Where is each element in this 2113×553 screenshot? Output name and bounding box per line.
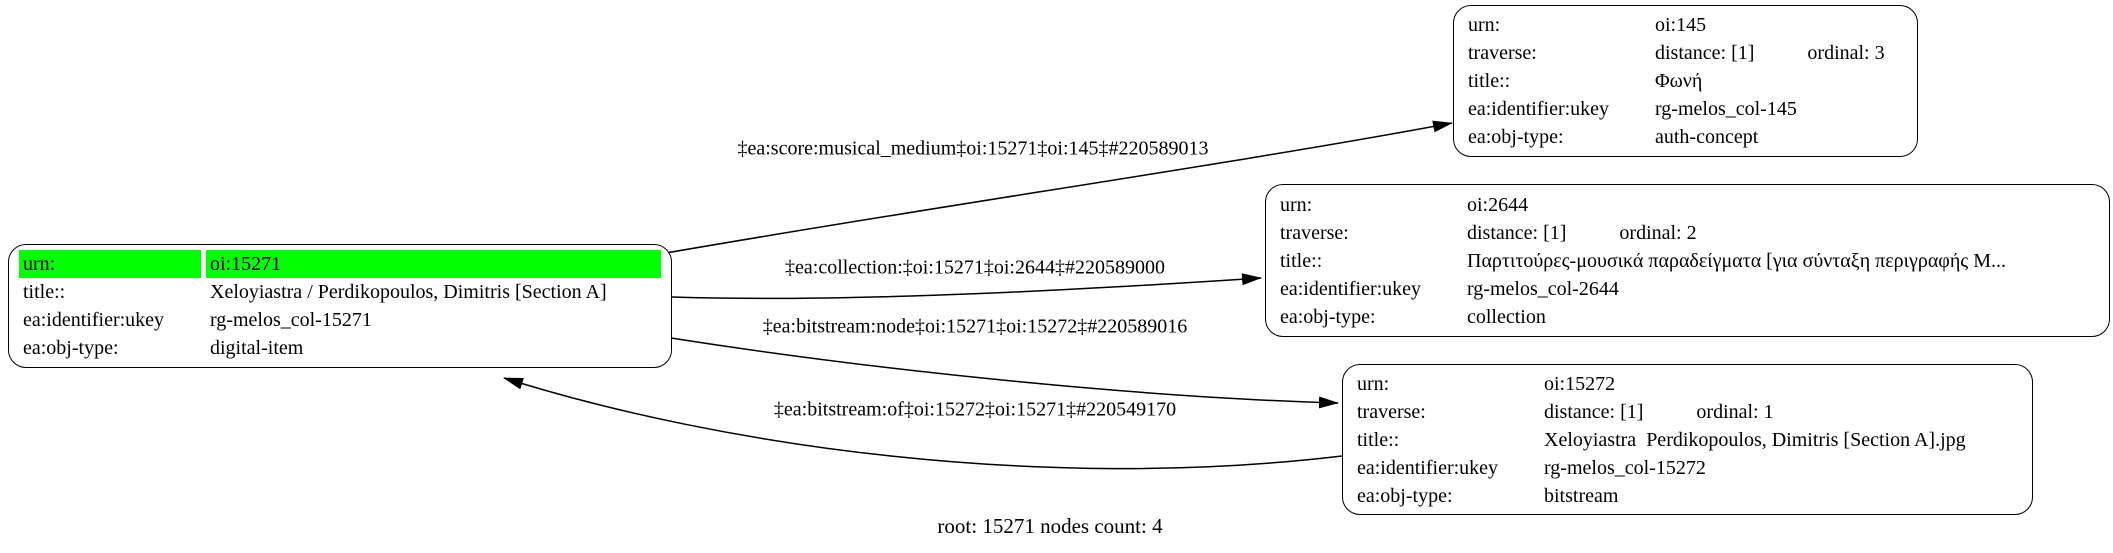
attribute-value: auth-concept: [1655, 126, 1759, 148]
attribute-key: ea:identifier:ukey: [1468, 98, 1610, 120]
node-attribute-row: ea:obj-type: bitstream: [1353, 482, 2022, 510]
node-attribute-row: ea:obj-type: digital-item: [19, 334, 661, 362]
attribute-value: rg-melos_col-2644: [1467, 277, 1619, 300]
edge-bitstream-node: [670, 337, 1339, 409]
edge-label-collection: ‡ea:collection:‡oi:15271‡oi:2644‡#220589…: [785, 256, 1165, 279]
attribute-value: Xeloyiastra / Perdikopoulos, Dimitris [S…: [210, 281, 607, 303]
node-attribute-row: traverse: distance: [1] ordinal: 2: [1276, 219, 2099, 247]
attribute-key: title::: [1468, 70, 1511, 92]
edge-label-score-musical-medium: ‡ea:score:musical_medium‡oi:15271‡oi:145…: [737, 137, 1209, 160]
node-attribute-row: urn: oi:15272: [1353, 370, 2022, 398]
node-attribute-row: urn:oi:15271: [19, 250, 661, 278]
attribute-value: oi:15272: [1544, 372, 1616, 395]
attribute-value: rg-melos_col-15272: [1544, 456, 1706, 479]
attribute-value: bitstream: [1544, 484, 1619, 507]
attribute-value: rg-melos_col-15271: [210, 309, 372, 331]
attribute-key: ea:obj-type:: [23, 337, 119, 359]
attribute-value: digital-item: [210, 337, 304, 359]
node-attribute-row: urn: oi:145: [1464, 11, 1907, 39]
node-attribute-row: traverse: distance: [1] ordinal: 3: [1464, 39, 1907, 67]
attribute-key: traverse:: [1280, 221, 1349, 244]
attribute-key: ea:identifier:ukey: [1280, 277, 1422, 300]
attribute-value: oi:145: [1655, 14, 1707, 36]
attribute-value-secondary: ordinal: 3: [1807, 42, 1885, 64]
attribute-value: Φωνή: [1655, 70, 1703, 92]
node-bitstream-oi-15272: urn: oi:15272 traverse: distance: [1] ordina…: [1342, 364, 2033, 515]
attribute-key: title::: [23, 281, 66, 303]
node-attribute-row: ea:identifier:ukey rg-melos_col-15271: [19, 306, 661, 334]
graph-caption: root: 15271 nodes count: 4: [937, 514, 1163, 538]
attribute-key: urn:: [1280, 193, 1313, 216]
attribute-value: oi:15271: [206, 250, 661, 278]
attribute-value-secondary: ordinal: 1: [1696, 400, 1774, 423]
attribute-value: Xeloyiastra Perdikopoulos, Dimitris [Sec…: [1544, 428, 1966, 451]
attribute-key: ea:obj-type:: [1357, 484, 1453, 507]
attribute-key: title::: [1280, 249, 1323, 272]
attribute-key: urn:: [1468, 14, 1501, 36]
attribute-key: urn:: [1357, 372, 1390, 395]
attribute-key: ea:identifier:ukey: [1357, 456, 1499, 479]
attribute-value: rg-melos_col-145: [1655, 98, 1797, 120]
edge-collection: [671, 273, 1262, 300]
node-attribute-row: title::Παρτιτούρες-μουσικά παραδείγματα …: [1276, 247, 2099, 275]
edge-score-musical-medium: [665, 120, 1453, 254]
attribute-value: Παρτιτούρες-μουσικά παραδείγματα [για σύ…: [1467, 249, 2007, 272]
node-auth-concept-oi-145: urn: oi:145 traverse: distance: [1] ordinal:…: [1453, 5, 1918, 157]
node-attribute-row: ea:obj-type: auth-concept: [1464, 123, 1907, 151]
attribute-value: distance: [1]: [1655, 42, 1755, 64]
attribute-value: distance: [1]: [1544, 400, 1644, 423]
attribute-key: ea:obj-type:: [1280, 305, 1376, 328]
attribute-key: ea:obj-type:: [1468, 126, 1564, 148]
attribute-key: traverse:: [1468, 42, 1537, 64]
attribute-key: ea:identifier:ukey: [23, 309, 165, 331]
attribute-value: collection: [1467, 305, 1546, 328]
attribute-value: oi:2644: [1467, 193, 1529, 216]
edge-bitstream-of: [503, 377, 1343, 470]
attribute-value-secondary: ordinal: 2: [1619, 221, 1697, 244]
node-attribute-row: title::Xeloyiastra / Perdikopoulos, Dimi…: [19, 278, 661, 306]
attribute-key: title::: [1357, 428, 1400, 451]
attribute-key: traverse:: [1357, 400, 1426, 423]
node-attribute-row: urn: oi:2644: [1276, 191, 2099, 219]
node-attribute-row: ea:identifier:ukey rg-melos_col-145: [1464, 95, 1907, 123]
node-collection-oi-2644: urn: oi:2644 traverse: distance: [1] ordinal…: [1265, 184, 2110, 337]
node-attribute-row: ea:identifier:ukey rg-melos_col-15272: [1353, 454, 2022, 482]
node-attribute-row: ea:identifier:ukey rg-melos_col-2644: [1276, 275, 2099, 303]
attribute-key: urn:: [19, 250, 201, 278]
edge-label-bitstream-of: ‡ea:bitstream:of‡oi:15272‡oi:15271‡#2205…: [773, 398, 1177, 421]
edge-label-bitstream-node: ‡ea:bitstream:node‡oi:15271‡oi:15272‡#22…: [762, 315, 1188, 338]
node-attribute-row: title::Φωνή: [1464, 67, 1907, 95]
node-attribute-row: ea:obj-type: collection: [1276, 303, 2099, 331]
node-attribute-row: traverse: distance: [1] ordinal: 1: [1353, 398, 2022, 426]
node-attribute-row: title::Xeloyiastra Perdikopoulos, Dimitr…: [1353, 426, 2022, 454]
attribute-value: distance: [1]: [1467, 221, 1567, 244]
